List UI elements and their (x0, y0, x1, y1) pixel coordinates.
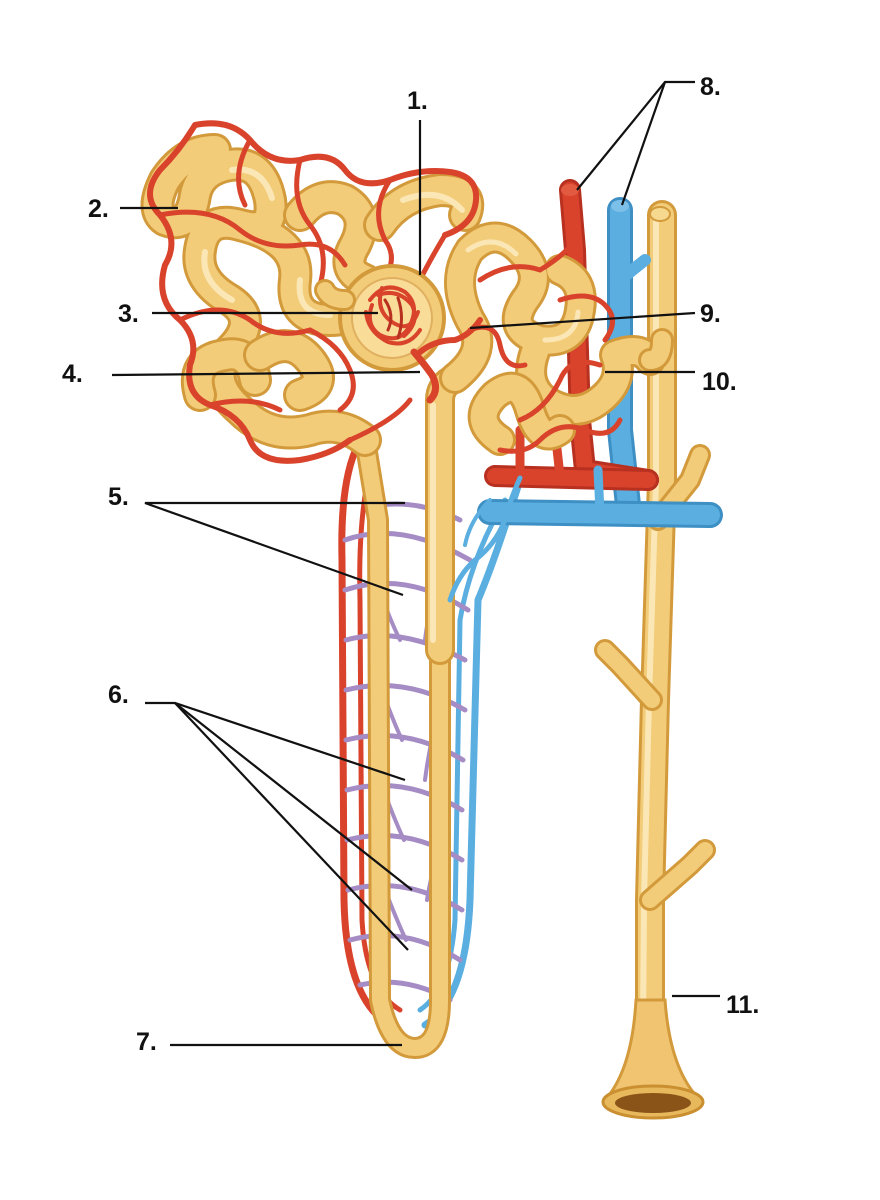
leader-5 (144, 501, 405, 597)
leader-8b (620, 81, 667, 206)
label-6: 6. (108, 681, 129, 709)
interlobular-vessels (477, 179, 723, 528)
collecting-duct (594, 200, 716, 1120)
label-5: 5. (108, 483, 129, 511)
leader-8a (576, 80, 695, 191)
label-7: 7. (136, 1028, 157, 1056)
leader-6a (145, 701, 406, 782)
label-2: 2. (88, 195, 109, 223)
leader-lines (111, 80, 720, 1047)
labels: 1. 2. 3. 4. 5. 6. 7. 8. 9. 10. 11. (62, 73, 759, 1056)
loop-of-henle (354, 363, 470, 1059)
glomerulus (364, 285, 422, 346)
leader-6c (174, 702, 409, 951)
label-4: 4. (62, 360, 83, 388)
label-3: 3. (118, 300, 139, 328)
leader-6b (174, 702, 413, 891)
label-10: 10. (702, 368, 737, 396)
label-9: 9. (700, 300, 721, 328)
label-11: 11. (726, 991, 759, 1019)
label-8: 8. (700, 73, 721, 101)
leader-4 (111, 370, 421, 377)
renal-corpuscle (314, 264, 483, 404)
leader-9 (469, 311, 696, 330)
label-1: 1. (407, 87, 428, 115)
peritubular-capillaries (147, 120, 623, 603)
